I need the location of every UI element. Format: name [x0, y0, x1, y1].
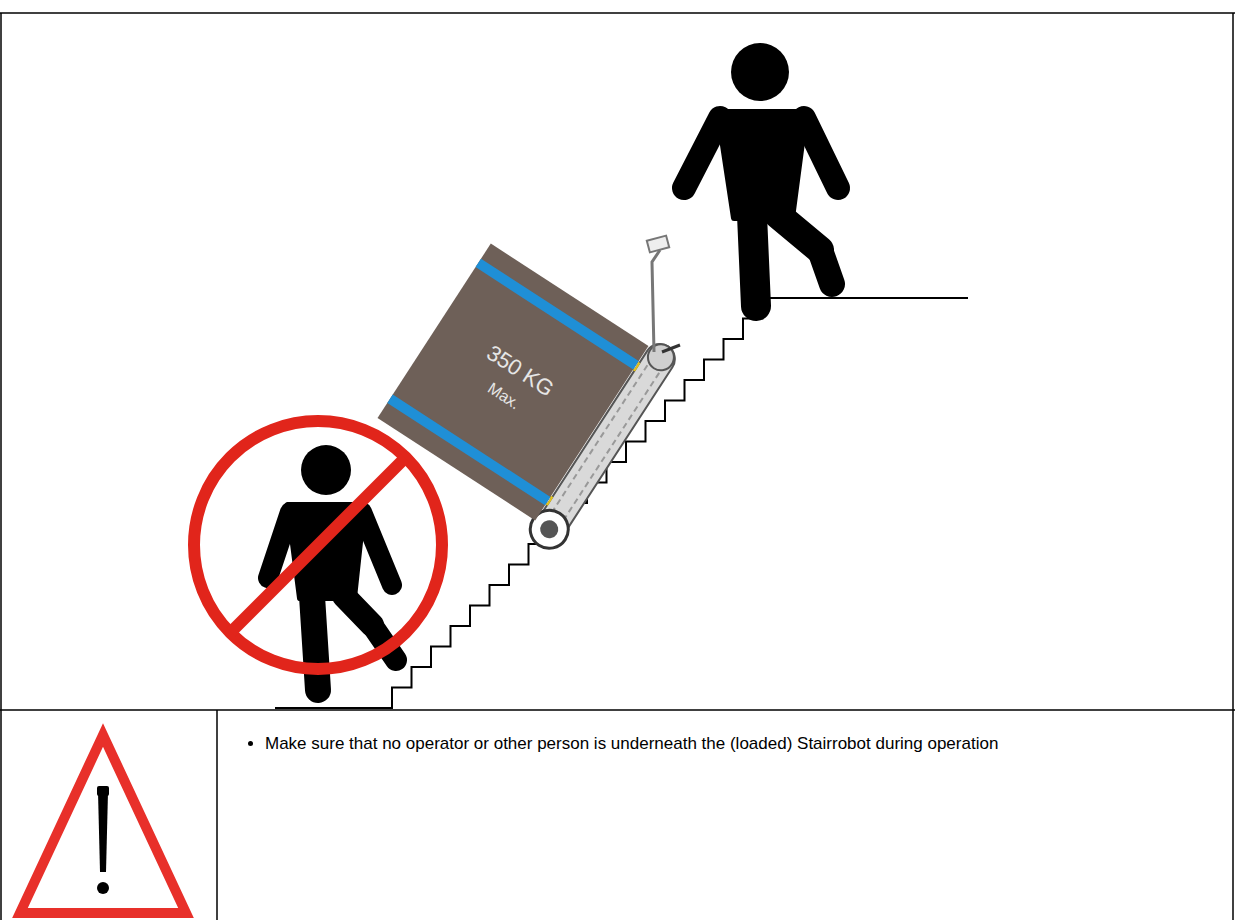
warning-triangle [20, 735, 186, 913]
frame [0, 13, 1235, 920]
warning-note: Make sure that no operator or other pers… [240, 734, 1225, 754]
safety-instruction: Make sure that no operator or other pers… [265, 734, 1225, 754]
robot-handle [647, 236, 680, 352]
strap [387, 395, 550, 506]
operator-figure [684, 43, 838, 306]
prohibition-sign [194, 421, 442, 669]
